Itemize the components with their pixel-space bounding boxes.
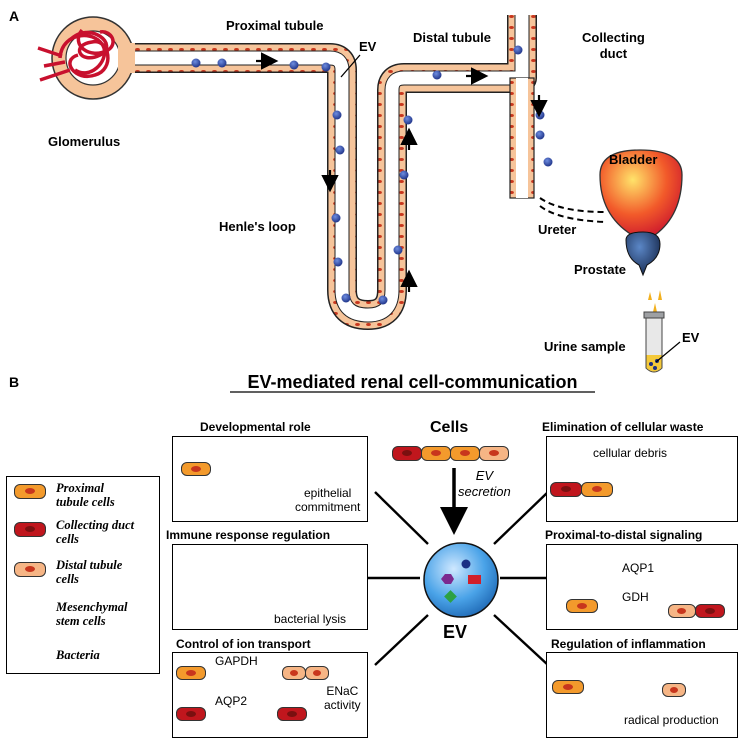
panel-b-letter: B <box>9 374 20 390</box>
legend-stem-label: Mesenchymal stem cells <box>56 600 128 628</box>
glomerulus-capillaries <box>37 28 115 82</box>
developmental-title: Developmental role <box>200 420 311 434</box>
developmental-note: epithelial commitment <box>295 486 361 514</box>
panel-b-title: EV-mediated renal cell-communication <box>247 372 578 392</box>
inflammation-note: radical production <box>624 713 719 727</box>
prostate-label: Prostate <box>574 262 627 277</box>
signaling-distal-cell <box>668 604 696 618</box>
immune-note: bacterial lysis <box>274 612 347 626</box>
signaling-label-aqp1: AQP1 <box>622 561 655 575</box>
henles-loop-label: Henle's loop <box>219 219 296 234</box>
ion-label-aqp2: AQP2 <box>215 694 248 708</box>
collecting-duct-label: Collecting duct <box>582 30 645 61</box>
inflammation-distal-cell <box>662 683 686 697</box>
ev-connectors <box>365 491 549 666</box>
waste-note: cellular debris <box>593 446 668 460</box>
ev-sample-label: EV <box>682 330 700 345</box>
proximal-tubule-label: Proximal tubule <box>226 18 324 33</box>
immune-box <box>172 544 368 630</box>
ion-label-gapdh: GAPDH <box>215 654 258 668</box>
center-distal-cell <box>479 446 509 461</box>
signaling-proximal-cell <box>566 599 598 613</box>
inflammation-box <box>546 652 738 738</box>
legend-collecting-swatch <box>14 522 46 537</box>
waste-collecting-cell <box>550 482 582 497</box>
immune-title: Immune response regulation <box>166 528 331 542</box>
bladder-shape <box>599 149 683 236</box>
center-proximal-cell <box>450 446 480 461</box>
ion-collecting-cell <box>277 707 307 721</box>
waste-box <box>546 436 738 522</box>
flow-arrows <box>256 52 548 292</box>
signaling-collecting-cell <box>695 604 725 618</box>
urine-sample-tube <box>643 290 681 373</box>
collecting-duct-lumen <box>516 78 528 198</box>
legend-distal-label: Distal tubule cells <box>56 558 123 586</box>
nephron-lumen <box>135 15 529 322</box>
ion-distal-cell <box>282 666 306 680</box>
bladder-label: Bladder <box>609 152 658 167</box>
ev-secretion-label: EV secretion <box>458 468 511 499</box>
developmental-proximal-cell <box>181 462 211 476</box>
cells-label: Cells <box>430 419 469 436</box>
ev-tubule-label: EV <box>359 39 377 54</box>
urine-sample-label: Urine sample <box>544 339 626 354</box>
ion-collecting-cell <box>176 707 206 721</box>
ion-proximal-cell <box>176 666 206 680</box>
glomerulus-capsule <box>37 16 158 100</box>
legend-bacteria-label: Bacteria <box>56 648 100 662</box>
center-collecting-cell <box>392 446 422 461</box>
inflammation-proximal-cell <box>552 680 584 694</box>
legend-proximal-label: Proximal tubule cells <box>56 481 115 509</box>
distal-tubule-label: Distal tubule <box>413 30 492 45</box>
ureter-label: Ureter <box>538 222 577 237</box>
waste-proximal-cell <box>581 482 613 497</box>
center-proximal-cell <box>421 446 451 461</box>
signaling-label-gdh: GDH <box>622 590 649 604</box>
waste-title: Elimination of cellular waste <box>542 420 704 434</box>
ion-note: ENaC activity <box>324 684 361 712</box>
ion-distal-cell <box>305 666 329 680</box>
legend-collecting-label: Collecting duct cells <box>56 518 135 546</box>
signaling-title: Proximal-to-distal signaling <box>545 528 703 542</box>
panel-a-letter: A <box>9 8 20 24</box>
glomerulus-label: Glomerulus <box>48 134 121 149</box>
developmental-box <box>172 436 368 522</box>
prostate-shape <box>625 231 661 277</box>
ev-tubule-pointer <box>340 54 361 78</box>
ureter-lines <box>539 197 606 223</box>
inflammation-title: Regulation of inflammation <box>551 637 706 651</box>
legend-distal-swatch <box>14 562 46 577</box>
central-ev-label: EV <box>443 622 468 642</box>
central-ev <box>423 542 499 618</box>
ion-box <box>172 652 368 738</box>
ion-title: Control of ion transport <box>176 637 311 651</box>
legend-proximal-swatch <box>14 484 46 499</box>
